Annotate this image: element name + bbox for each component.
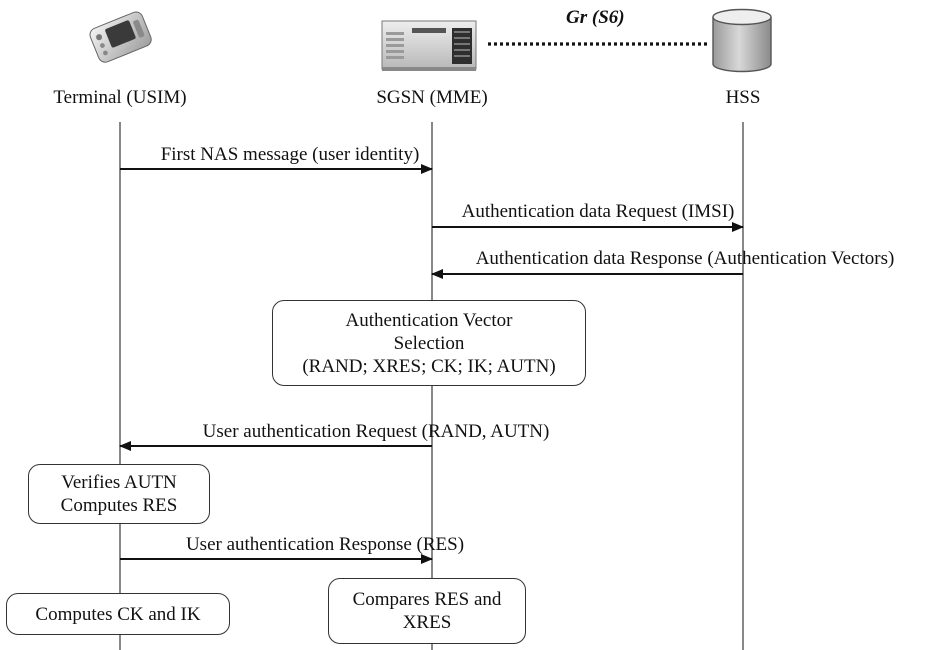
compares-res-box: Compares RES and XRES (328, 578, 526, 644)
compares-res-line-2: XRES (402, 612, 452, 633)
computes-ck-ik-box: Computes CK and IK (6, 593, 230, 635)
vector-selection-line-3: (RAND; XRES; CK; IK; AUTN) (302, 355, 556, 377)
compares-res-line-1: Compares RES and (352, 589, 502, 610)
server-icon (381, 20, 477, 71)
computes-ck-ik-line-1: Computes CK and IK (35, 603, 201, 625)
database-icon (712, 8, 772, 73)
vector-selection-box: Authentication Vector Selection (RAND; X… (272, 300, 586, 386)
terminal-label: Terminal (USIM) (53, 87, 187, 108)
msg-user-auth-response: User authentication Response (RES) (185, 534, 465, 555)
verifies-autn-line-1: Verifies AUTN (61, 472, 177, 493)
msg-user-auth-request: User authentication Request (RAND, AUTN) (202, 421, 550, 442)
hss-label: HSS (725, 87, 761, 108)
msg-auth-data-request: Authentication data Request (IMSI) (461, 201, 735, 222)
vector-selection-line-2: Selection (393, 332, 465, 354)
msg-auth-data-response: Authentication data Response (Authentica… (475, 248, 895, 269)
sgsn-label: SGSN (MME) (376, 87, 488, 108)
verifies-autn-box: Verifies AUTN Computes RES (28, 464, 210, 524)
verifies-autn-line-2: Computes RES (60, 495, 178, 516)
msg-first-nas-message: First NAS message (user identity) (160, 144, 420, 165)
vector-selection-line-1: Authentication Vector (345, 309, 513, 331)
pda-phone-icon (89, 11, 152, 63)
gr-s6-label: Gr (S6) (566, 7, 625, 28)
